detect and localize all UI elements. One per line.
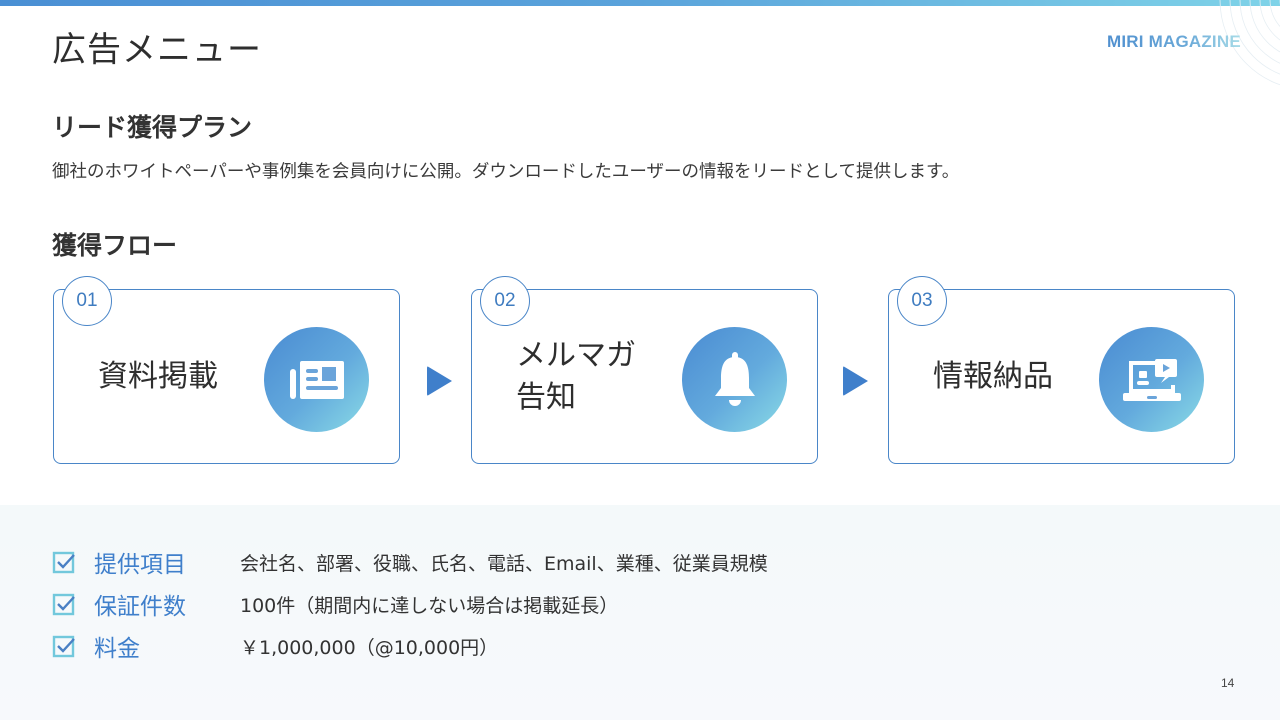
bell-icon	[714, 351, 755, 406]
play-triangle-icon	[843, 366, 868, 396]
step-label-line1: メルマガ	[516, 337, 636, 373]
spec-value: ￥1,000,000（@10,000円）	[240, 636, 499, 659]
flow-step-2: 02 メルマガ 告知	[471, 276, 818, 464]
step-icon-circle	[682, 327, 787, 432]
step-label: 情報納品	[933, 358, 1053, 394]
spec-label: 料金	[94, 636, 140, 662]
plan-description: 御社のホワイトペーパーや事例集を会員向けに公開。ダウンロードしたユーザーの情報を…	[52, 162, 960, 182]
step-icon-circle	[264, 327, 369, 432]
laptop-video-icon	[1122, 358, 1181, 401]
flow-title: 獲得フロー	[52, 231, 178, 260]
spec-row-price: 料金 ￥1,000,000（@10,000円）	[52, 628, 498, 664]
step-icon-circle	[1099, 327, 1204, 432]
checkbox-checked-icon	[52, 635, 75, 658]
spec-section	[0, 505, 1280, 720]
spec-row-guarantee: 保証件数 100件（期間内に達しない場合は掲載延長）	[52, 586, 618, 622]
newspaper-icon	[289, 360, 344, 399]
decorative-rings	[1219, 0, 1280, 86]
checkbox-checked-icon	[52, 551, 75, 574]
step-label-line2: 告知	[516, 379, 576, 415]
top-accent-bar	[0, 0, 1280, 6]
spec-value: 会社名、部署、役職、氏名、電話、Email、業種、従業員規模	[240, 552, 768, 575]
spec-row-items: 提供項目 会社名、部署、役職、氏名、電話、Email、業種、従業員規模	[52, 544, 768, 580]
page-number: 14	[1221, 676, 1235, 690]
page-title: 広告メニュー	[52, 30, 262, 70]
flow-step-3: 03 情報納品	[888, 276, 1235, 464]
step-label: 資料掲載	[98, 358, 218, 394]
plan-title: リード獲得プラン	[52, 113, 253, 142]
step-label: メルマガ 告知	[516, 290, 636, 463]
play-triangle-icon	[427, 366, 452, 396]
step-number-badge: 01	[62, 276, 112, 326]
spec-label: 保証件数	[94, 594, 186, 620]
flow-step-1: 01 資料掲載	[53, 276, 400, 464]
step-number-badge: 02	[480, 276, 530, 326]
spec-value: 100件（期間内に達しない場合は掲載延長）	[240, 594, 619, 617]
checkbox-checked-icon	[52, 593, 75, 616]
spec-label: 提供項目	[94, 552, 186, 578]
step-number-badge: 03	[897, 276, 947, 326]
brand-logo: MIRI MAGAZINE	[1107, 32, 1241, 51]
